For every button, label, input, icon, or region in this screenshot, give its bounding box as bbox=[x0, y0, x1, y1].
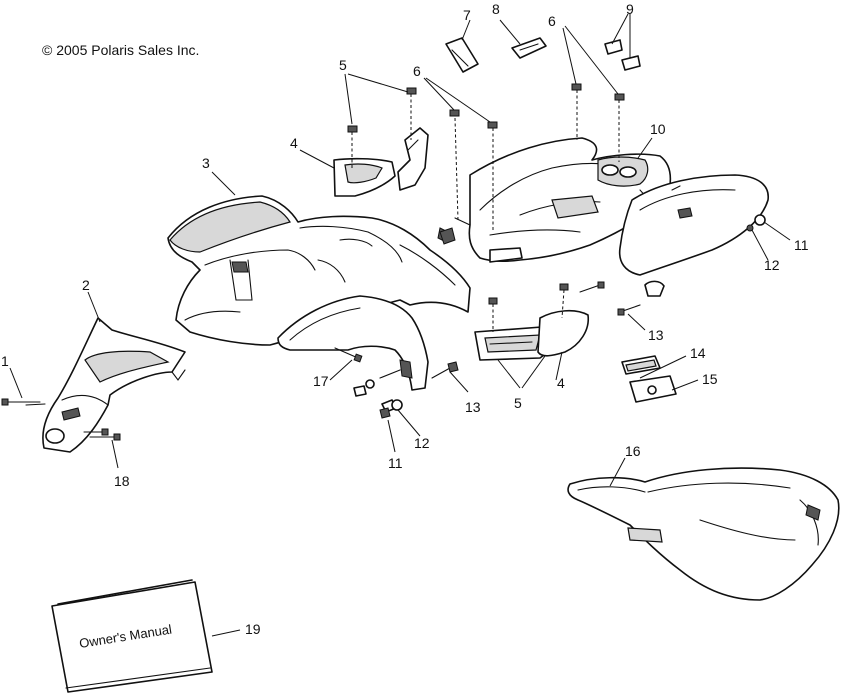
callout-4-upper: 4 bbox=[290, 135, 298, 151]
callout-11-front: 11 bbox=[388, 455, 403, 471]
part-front-bumper bbox=[42, 317, 186, 453]
callout-5-lower: 5 bbox=[514, 395, 522, 411]
part-side-panel-lower bbox=[474, 283, 590, 361]
part-front-cab bbox=[167, 195, 471, 346]
part-screws-5-upper bbox=[347, 87, 417, 168]
callout-8: 8 bbox=[492, 1, 500, 17]
callout-labels: 1 2 3 4 5 6 7 8 6 9 10 11 12 13 14 15 16… bbox=[1, 1, 809, 637]
callout-1: 1 bbox=[1, 353, 9, 369]
part-bolt-18 bbox=[83, 428, 121, 441]
callout-7: 7 bbox=[463, 7, 471, 23]
callout-19: 19 bbox=[245, 621, 261, 637]
callout-6-left: 6 bbox=[413, 63, 421, 79]
callout-18: 18 bbox=[114, 473, 130, 489]
part-rear-cab bbox=[439, 117, 672, 263]
callout-10: 10 bbox=[650, 121, 666, 137]
copyright-text: © 2005 Polaris Sales Inc. bbox=[42, 42, 199, 58]
callout-13-rear: 13 bbox=[648, 327, 664, 343]
part-9-caps bbox=[604, 39, 641, 71]
part-16-seat bbox=[567, 467, 840, 601]
part-8-bracket bbox=[511, 37, 547, 59]
part-front-hardware bbox=[353, 361, 459, 419]
callout-17: 17 bbox=[313, 373, 329, 389]
callout-16: 16 bbox=[625, 443, 641, 459]
part-7-bracket bbox=[445, 37, 479, 73]
callout-9: 9 bbox=[626, 1, 634, 17]
part-rear-hardware bbox=[579, 214, 766, 316]
part-front-fender bbox=[277, 295, 429, 391]
callout-3: 3 bbox=[202, 155, 210, 171]
callout-6-right: 6 bbox=[548, 13, 556, 29]
callout-12-rear: 12 bbox=[764, 257, 780, 273]
callout-2: 2 bbox=[82, 277, 90, 293]
part-bolt-17 bbox=[334, 347, 363, 363]
callout-14: 14 bbox=[690, 345, 706, 361]
callout-5-upper: 5 bbox=[339, 57, 347, 73]
part-rear-fender bbox=[618, 174, 769, 297]
part-19-owners-manual: Owner's Manual bbox=[51, 579, 213, 693]
callout-12-front: 12 bbox=[414, 435, 430, 451]
callout-4-lower: 4 bbox=[557, 375, 565, 391]
callout-15: 15 bbox=[702, 371, 718, 387]
leader-lines bbox=[9, 13, 791, 637]
part-bolt-1 bbox=[1, 398, 46, 406]
part-screws-6 bbox=[449, 83, 625, 232]
callout-13-front: 13 bbox=[465, 399, 481, 415]
part-15-plate bbox=[629, 375, 677, 403]
part-14-decal bbox=[621, 355, 661, 375]
part-side-panel-upper bbox=[333, 127, 429, 197]
callout-11-rear: 11 bbox=[794, 237, 809, 253]
